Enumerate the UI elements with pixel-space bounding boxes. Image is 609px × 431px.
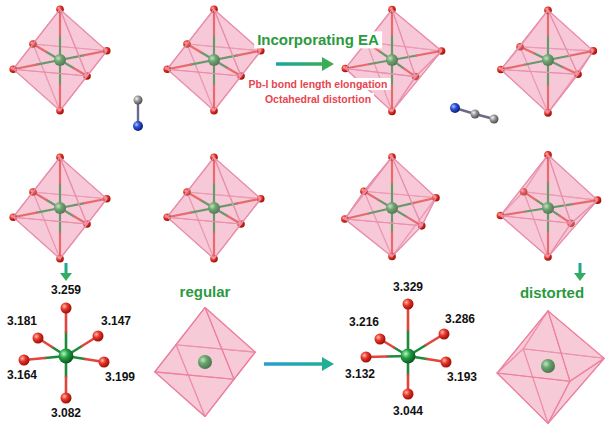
bond-length: 3.259 [51, 284, 81, 298]
iodide-atom [441, 357, 452, 368]
lead-atom [401, 349, 416, 364]
pbi6-octahedron [341, 153, 440, 260]
iodide-atom [61, 393, 72, 404]
distorted-octahedron [497, 311, 604, 424]
iodide-atom [99, 357, 110, 368]
effect-note: Octahedral distortion [262, 93, 374, 105]
carbon-atom [490, 115, 499, 124]
bond-length: 3.164 [7, 369, 37, 383]
pbi6-octahedron [497, 151, 602, 261]
down-arrow [574, 263, 586, 281]
bond-length: 3.044 [393, 405, 423, 419]
nitrogen-atom [133, 121, 143, 131]
iodide-atom [61, 303, 72, 314]
octahedron-face [501, 70, 578, 113]
lead-atom [59, 349, 74, 364]
bond-length: 3.147 [101, 315, 131, 329]
c-c-n-bond [455, 108, 494, 119]
bond-length: 3.199 [105, 371, 135, 385]
state-label: distorted [520, 284, 584, 301]
structure-group [9, 5, 604, 423]
transition-arrow [264, 357, 334, 371]
reaction-label: Incorporating EA [254, 31, 382, 48]
pbi6-octahedron [497, 6, 597, 116]
iodide-atom [33, 333, 44, 344]
iodide-atom [403, 389, 414, 400]
iodide-atom [439, 329, 450, 340]
octahedron-face [500, 155, 571, 223]
effect-note: Pb-I bond length elongation [246, 78, 391, 90]
nitrogen-atom [450, 103, 460, 113]
bond-length: 3.082 [51, 407, 81, 421]
iodide-atom [375, 334, 386, 345]
iodide-atom [361, 352, 372, 363]
bond-length: 3.132 [345, 368, 375, 382]
pbi6-octahedron [9, 5, 110, 114]
carbon-atom [134, 96, 143, 105]
iodide-atom [93, 331, 104, 342]
down-arrow [60, 263, 72, 281]
ethylammonium-cation [450, 103, 499, 124]
coordination-star [361, 299, 452, 400]
octahedron-face [497, 311, 570, 381]
octahedron-face [345, 157, 422, 226]
octahedron-face [155, 308, 234, 380]
pbi6-octahedron [163, 153, 264, 262]
octahedron-face [13, 9, 87, 76]
octahedron-face [501, 10, 578, 74]
state-label: regular [180, 283, 231, 300]
octahedron-face [497, 373, 570, 423]
pbi6-octahedron [9, 153, 110, 262]
carbon-atom [471, 110, 480, 119]
octahedron-face [167, 9, 241, 76]
methylammonium-cation [133, 96, 143, 132]
octahedron-face [167, 157, 241, 224]
reaction-arrow [276, 57, 334, 71]
bond-length: 3.193 [447, 371, 477, 385]
iodide-atom [19, 355, 30, 366]
bond-length: 3.216 [349, 316, 379, 330]
bond-length: 3.181 [7, 315, 37, 329]
pbi6-octahedron [163, 5, 264, 114]
regular-octahedron [155, 308, 255, 417]
bond-length: 3.329 [393, 281, 423, 295]
octahedron-face [13, 157, 87, 224]
bond-length: 3.286 [445, 313, 475, 327]
iodide-atom [403, 299, 414, 310]
